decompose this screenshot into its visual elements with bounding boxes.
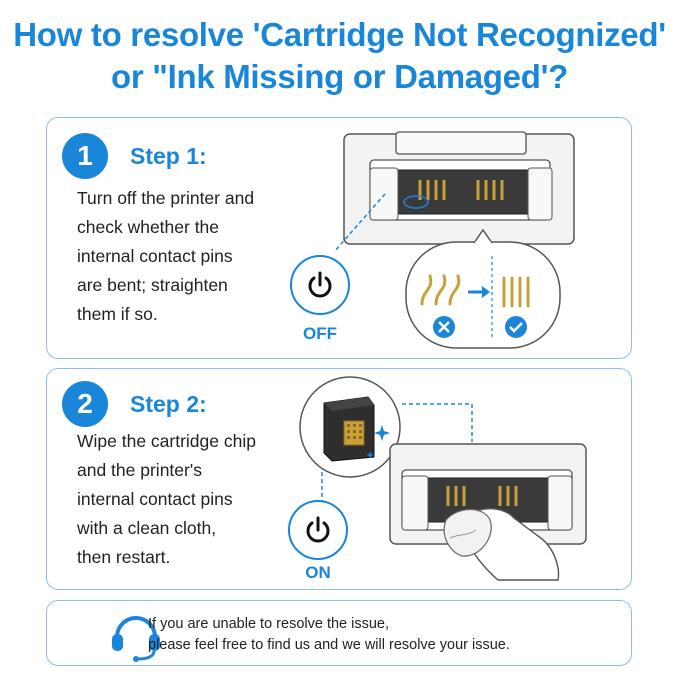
step-1-line: internal contact pins [77,246,233,266]
step-1-line: are bent; straighten [77,275,228,295]
step-1-line: Turn off the printer and [77,188,255,208]
step-2-number-badge: 2 [62,381,108,427]
headset-icon [112,616,160,662]
step-1-line: them if so. [77,304,158,324]
x-circle-icon [433,316,455,338]
printer-illustration-2 [389,443,587,581]
hand-with-cloth [443,508,560,581]
power-icon [306,516,330,543]
step-2-line: with a clean cloth, [77,518,217,538]
title-line-2: or "Ink Missing or Damaged'? [110,58,568,95]
step-1-instructions: Turn off the printer and check whether t… [77,184,287,329]
arrow-right-icon [468,286,490,298]
leader-line-1 [333,193,386,253]
pin-callout [405,228,561,349]
bent-pins [420,274,461,306]
step-2-line: and the printer's [77,460,202,480]
printer-illustration-1 [343,131,575,245]
help-line-2: please feel free to find us and we will … [148,637,510,653]
step-2-instructions: Wipe the cartridge chip and the printer'… [77,427,287,572]
title-line-1: How to resolve 'Cartridge Not Recognized… [13,16,666,53]
power-on-button [288,500,348,560]
step-1-title: Step 1: [130,143,207,169]
help-panel [46,600,632,666]
power-icon [308,271,332,298]
power-on-label: ON [305,563,331,582]
cartridge-illustration [299,376,401,478]
step-2-line: then restart. [77,547,171,567]
step-2-title: Step 2: [130,391,207,417]
page-title: How to resolve 'Cartridge Not Recognized… [0,14,679,98]
help-line-1: If you are unable to resolve the issue, [148,616,390,632]
help-message: If you are unable to resolve the issue, … [148,614,510,656]
straight-pins [502,276,530,308]
step-1-number-badge: 1 [62,133,108,179]
power-off-button [290,255,350,315]
step-1-line: check whether the [77,217,220,237]
power-off-label: OFF [303,324,337,343]
step-2-line: Wipe the cartridge chip [77,431,256,451]
leader-line-2 [402,403,473,442]
step-2-line: internal contact pins [77,489,233,509]
check-circle-icon [505,316,527,338]
